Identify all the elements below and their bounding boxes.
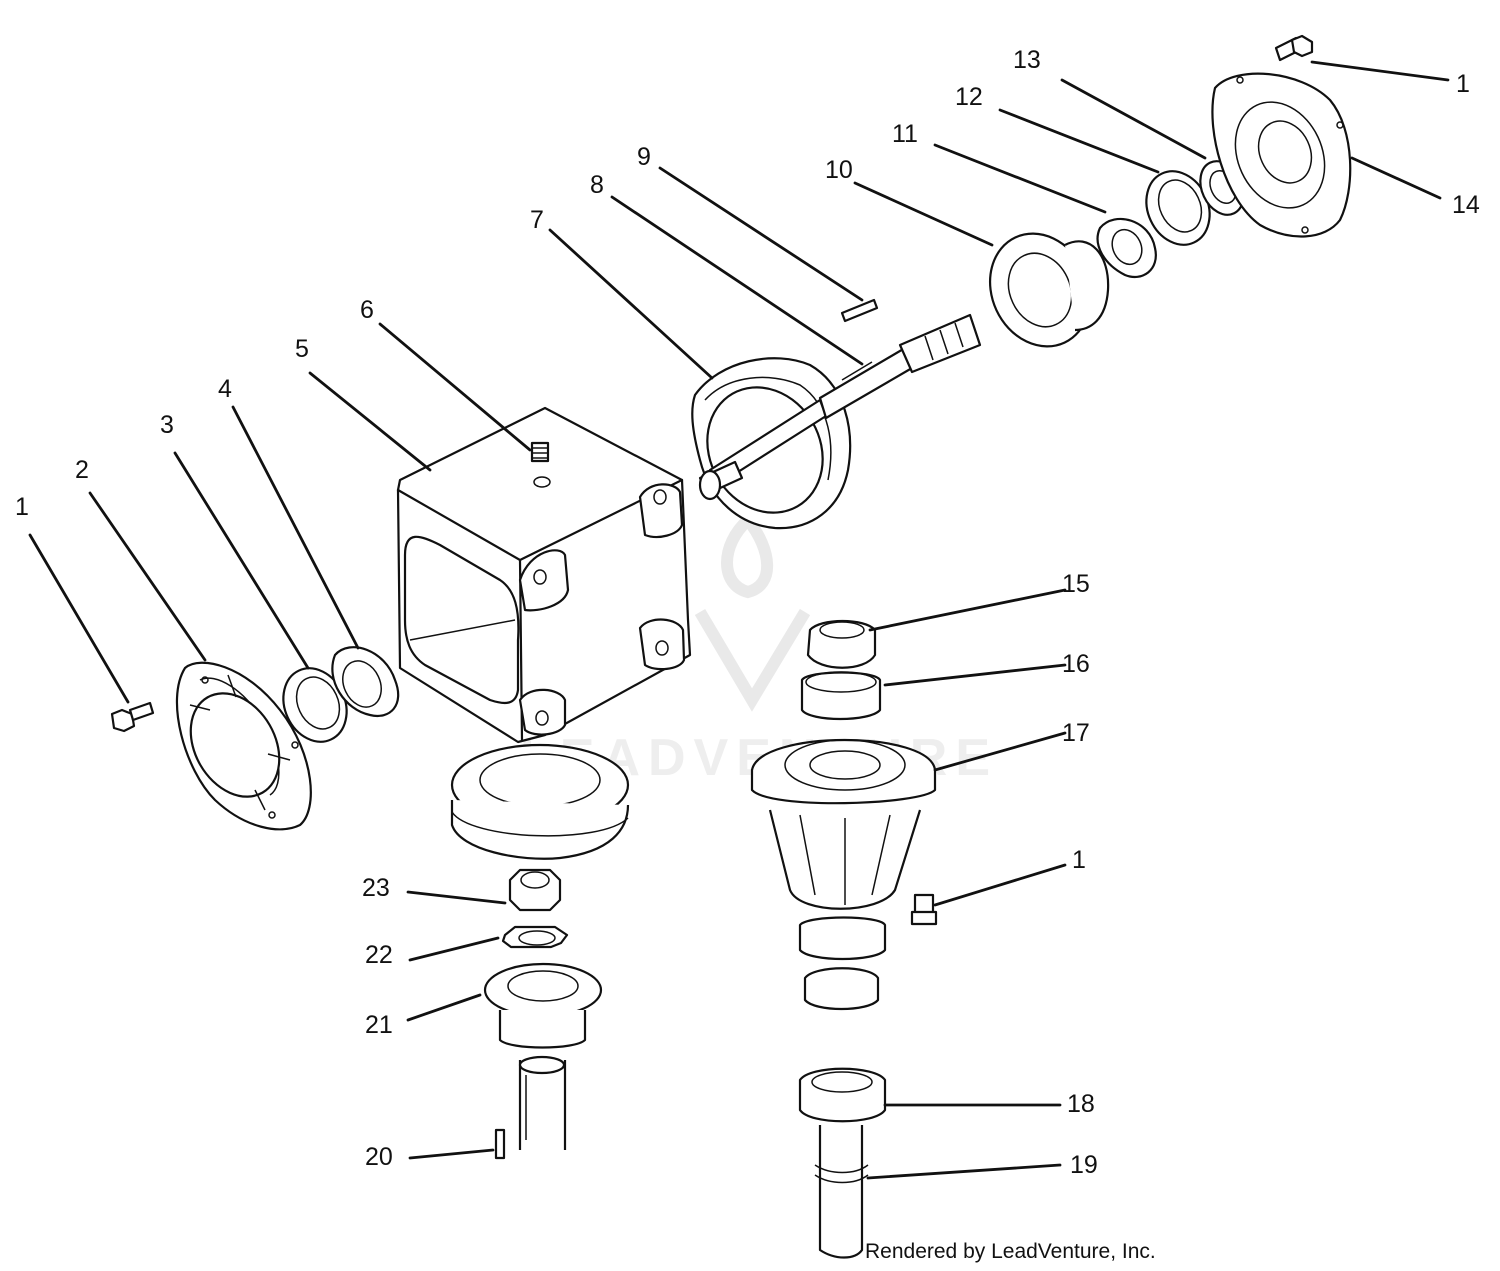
part-bearing-housing-right — [988, 232, 1110, 348]
part-bolt-top-right — [1274, 34, 1314, 62]
callout-10: 10 — [825, 156, 853, 184]
callout-5: 5 — [295, 335, 309, 363]
part-lower-right-assembly — [750, 620, 938, 1259]
callout-22: 22 — [365, 941, 393, 969]
callout-1-left-bolt: 1 — [15, 493, 29, 521]
part-end-cover-left — [175, 661, 312, 831]
callout-18: 18 — [1067, 1090, 1095, 1118]
callout-7: 7 — [530, 206, 544, 234]
callout-1-lower-bolt: 1 — [1072, 846, 1086, 874]
callout-8: 8 — [590, 171, 604, 199]
part-bearing-cone-right — [1096, 217, 1157, 278]
callout-15: 15 — [1062, 570, 1090, 598]
leader-lines — [28, 60, 1450, 1180]
callout-11: 11 — [892, 120, 918, 148]
part-bolt-left — [110, 701, 155, 733]
callout-19: 19 — [1070, 1151, 1098, 1179]
part-lower-left-assembly — [450, 743, 630, 1160]
part-shaft-key — [840, 298, 879, 323]
callout-2: 2 — [75, 456, 89, 484]
callout-21: 21 — [365, 1011, 393, 1039]
callout-16: 16 — [1062, 650, 1090, 678]
part-bearing-cone-left — [331, 646, 400, 718]
part-vent-plug — [530, 441, 551, 488]
callout-13: 13 — [1013, 46, 1041, 74]
callout-3: 3 — [160, 411, 174, 439]
callout-6: 6 — [360, 296, 374, 324]
part-input-shaft-assembly — [691, 313, 982, 530]
callout-1-top-right-bolt: 1 — [1456, 70, 1470, 98]
callout-17: 17 — [1062, 719, 1090, 747]
callout-23: 23 — [362, 874, 390, 902]
callout-numbers: 1 2 3 4 5 6 7 8 9 10 11 12 13 1 14 15 16… — [15, 46, 1480, 1179]
callout-4: 4 — [218, 375, 232, 403]
part-gearbox-housing — [396, 406, 692, 744]
callout-9: 9 — [637, 143, 651, 171]
render-credit: Rendered by LeadVenture, Inc. — [865, 1240, 1156, 1263]
callout-14: 14 — [1452, 191, 1480, 219]
callout-20: 20 — [365, 1143, 393, 1171]
part-end-cover-right — [1211, 72, 1352, 238]
callout-12: 12 — [955, 83, 983, 111]
